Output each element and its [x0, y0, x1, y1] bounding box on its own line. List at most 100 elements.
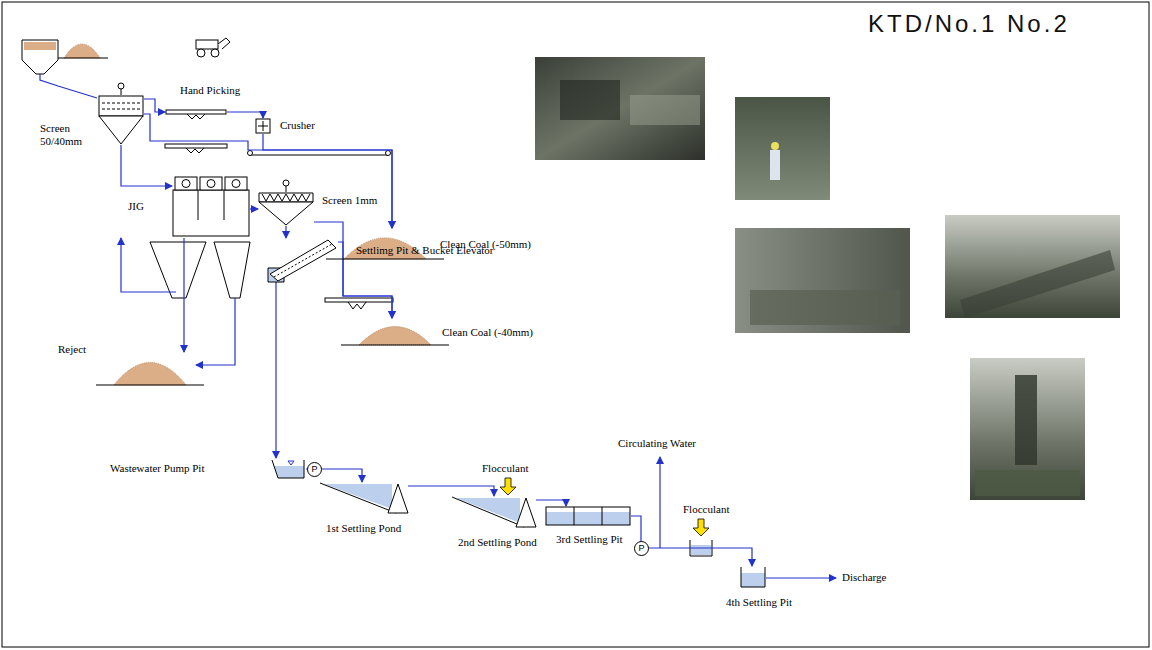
equipment-node: 1st Settling Pond	[320, 482, 408, 514]
equipment-label: 1st Settling Pond	[326, 522, 401, 535]
coal-pile	[359, 327, 431, 345]
equipment-symbol	[270, 458, 306, 480]
pond-slope	[320, 483, 396, 513]
equipment-node: Reject	[110, 352, 190, 386]
equipment-symbol	[110, 352, 190, 386]
settling-pit	[741, 567, 765, 587]
pond-dam	[388, 484, 408, 513]
pit-divider	[574, 507, 575, 525]
pit-divider	[602, 507, 603, 525]
crusher-box	[256, 119, 270, 133]
equipment-node: 4th Settling Pit	[740, 566, 766, 588]
photo-detail	[1015, 375, 1037, 465]
pit-water	[741, 573, 765, 587]
flow-label: Circulating Water	[618, 437, 696, 450]
equipment-node: Screen 1mm	[258, 192, 314, 226]
equipment-node: Settlimg Pit & Bucket Elevator	[268, 238, 338, 282]
vibrator-symbol	[121, 89, 122, 95]
flow-line	[631, 516, 752, 566]
pond-water	[456, 498, 520, 523]
screen-hopper	[259, 202, 313, 225]
pit-water	[274, 466, 304, 478]
feed-chute	[40, 74, 97, 98]
equipment-node: Clean Coal (-40mm)	[355, 318, 435, 346]
equipment-label: Wastewater Pump Pit	[110, 462, 204, 475]
plant-photo	[945, 215, 1120, 318]
equipment-node: 2nd Settling Pond	[452, 496, 536, 528]
equipment-node: Hand Picking	[165, 104, 227, 120]
conveyor-support	[186, 148, 204, 153]
jig-divider	[198, 190, 199, 220]
feed-hopper	[22, 40, 58, 74]
truck-bucket	[218, 38, 230, 49]
ground-line	[56, 58, 108, 59]
crusher-cross	[258, 126, 268, 127]
equipment-symbol	[320, 482, 408, 514]
photo-detail	[630, 95, 700, 125]
photo-detail	[770, 150, 780, 180]
flow-line	[144, 99, 165, 112]
pit-water	[546, 512, 630, 525]
equipment-label: Screen 50/40mm	[40, 122, 90, 148]
vibrator-symbol	[283, 180, 289, 186]
equipment-label: 4th Settling Pit	[726, 596, 792, 609]
equipment-symbol	[255, 118, 271, 134]
bucket-elevator	[270, 240, 336, 281]
equipment-node: Crusher	[255, 118, 271, 134]
pond-water	[324, 484, 392, 509]
equipment-symbol	[258, 192, 314, 226]
pit-water	[691, 545, 711, 555]
return-line	[121, 238, 176, 292]
screen-mesh	[102, 109, 140, 110]
jig-cell	[225, 177, 247, 190]
feed-coal	[24, 42, 56, 50]
equipment-node: Wastewater Pump Pit	[270, 458, 306, 480]
flow-label: Flocculant	[482, 462, 528, 475]
equipment-label: Screen 1mm	[322, 194, 377, 207]
pump-pit	[272, 460, 304, 478]
reject-line	[196, 298, 235, 365]
diagram-title: KTD/No.1 No.2	[868, 10, 1070, 38]
pond-slope	[452, 497, 524, 527]
flow-line	[227, 112, 263, 118]
picking-conveyor	[165, 144, 227, 148]
conveyor-support	[187, 114, 205, 119]
pond-dam	[516, 498, 536, 527]
clean-coal-conveyor	[325, 298, 393, 302]
flow-line	[285, 226, 286, 238]
equipment-label: Settlimg Pit & Bucket Elevator	[356, 244, 493, 257]
jig-divider	[224, 190, 225, 220]
belt-roller	[248, 151, 253, 156]
coal-pile	[114, 363, 186, 385]
flow-label: Flocculant	[683, 503, 729, 516]
equipment-symbol	[165, 104, 227, 120]
equipment-label: Crusher	[280, 119, 315, 132]
flow-line	[536, 500, 566, 506]
equipment-symbol	[355, 318, 435, 346]
jig-valve	[182, 180, 190, 188]
flow-line	[250, 208, 258, 209]
equipment-node: JIG	[172, 176, 250, 238]
equipment-node: Screen 50/40mm	[98, 95, 144, 145]
ground-line	[96, 385, 204, 386]
jig-valve	[207, 180, 215, 188]
jig-cell	[200, 177, 222, 190]
screen-mesh	[262, 194, 310, 201]
screen-hopper	[99, 116, 143, 144]
flow-line	[408, 486, 494, 496]
elevator-belt	[274, 244, 332, 277]
belt-conveyor	[250, 155, 388, 156]
water-level-mark	[288, 461, 294, 465]
equipment-symbol	[452, 496, 536, 528]
belt-roller	[386, 151, 391, 156]
pump-symbol: P	[634, 541, 649, 556]
conveyor-support	[348, 302, 366, 309]
truck-body	[196, 40, 218, 49]
screen-mesh	[102, 103, 140, 104]
truck-wheel	[211, 49, 219, 57]
equipment-label: Clean Coal (-40mm)	[442, 326, 533, 339]
flow-line	[183, 238, 184, 352]
